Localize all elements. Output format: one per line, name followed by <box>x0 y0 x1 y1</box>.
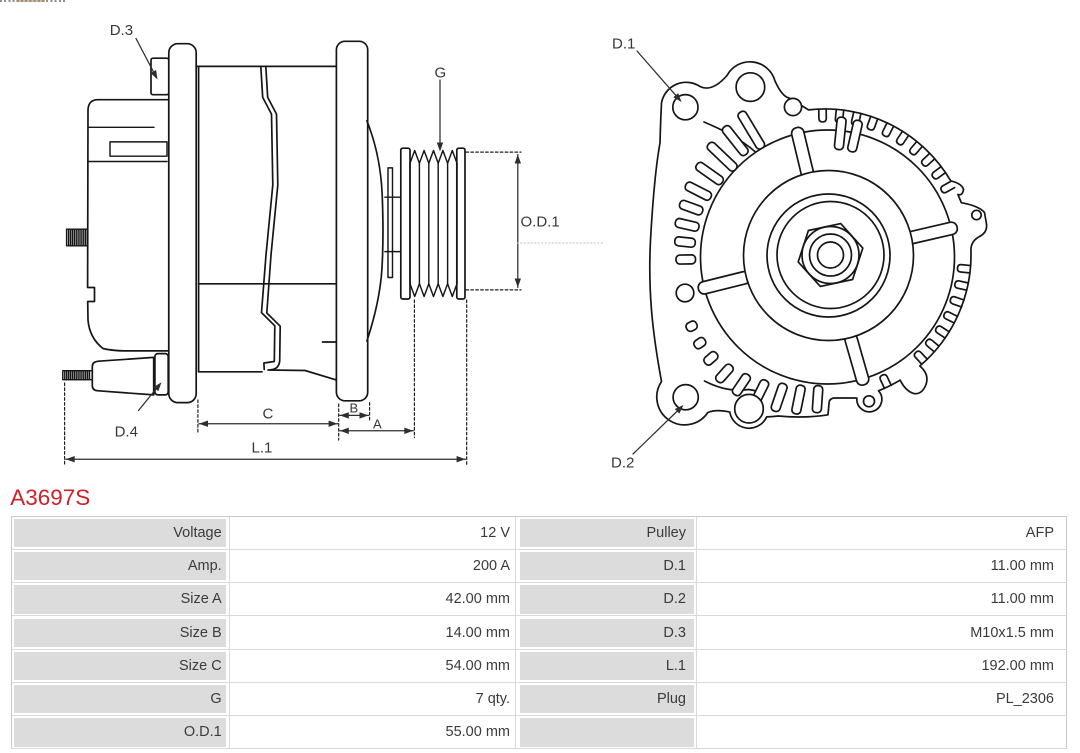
svg-text:B: B <box>350 401 359 416</box>
svg-text:A: A <box>373 417 382 432</box>
svg-text:D.4: D.4 <box>115 424 138 441</box>
svg-text:L.1: L.1 <box>252 440 273 457</box>
svg-text:C: C <box>263 406 274 423</box>
svg-text:D.3: D.3 <box>110 22 133 39</box>
svg-text:D.1: D.1 <box>612 36 635 53</box>
svg-text:G: G <box>435 65 447 82</box>
svg-text:O.D.1: O.D.1 <box>521 214 560 231</box>
svg-text:D.2: D.2 <box>611 455 634 472</box>
